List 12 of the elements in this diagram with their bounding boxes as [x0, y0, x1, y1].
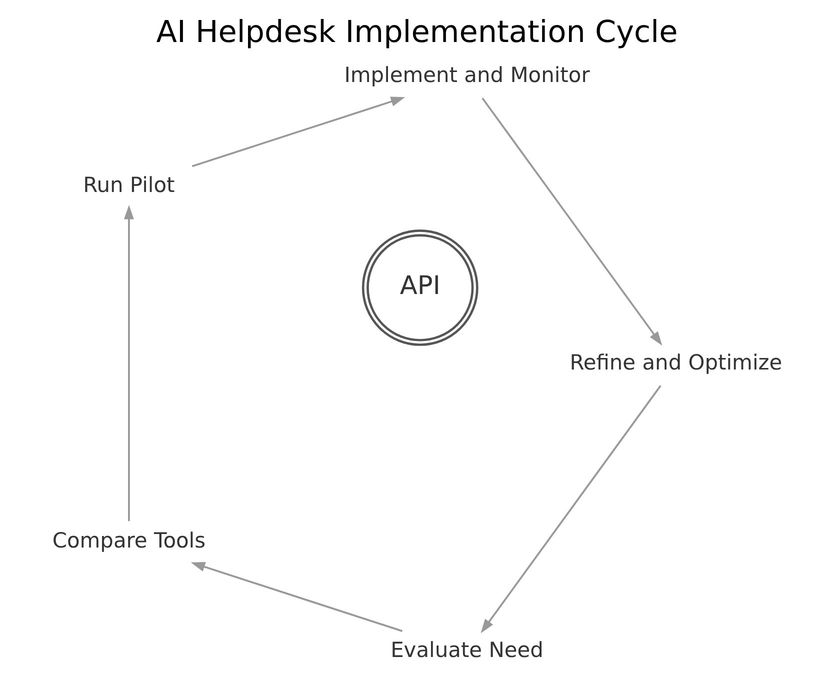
node-text: Refine and Optimize — [570, 350, 782, 375]
node-text: Run Pilot — [83, 172, 175, 197]
node-text: Evaluate Need — [390, 638, 544, 662]
arrow — [192, 96, 406, 168]
diagram-title: AI Helpdesk Implementation Cycle — [156, 14, 678, 50]
arrow — [480, 385, 662, 634]
arrow — [124, 205, 134, 522]
node-text: Compare Tools — [52, 528, 206, 552]
arrow — [482, 98, 662, 346]
node-text: Implement and Monitor — [344, 63, 590, 88]
arrow — [190, 562, 403, 632]
node-circle: API — [362, 229, 478, 346]
